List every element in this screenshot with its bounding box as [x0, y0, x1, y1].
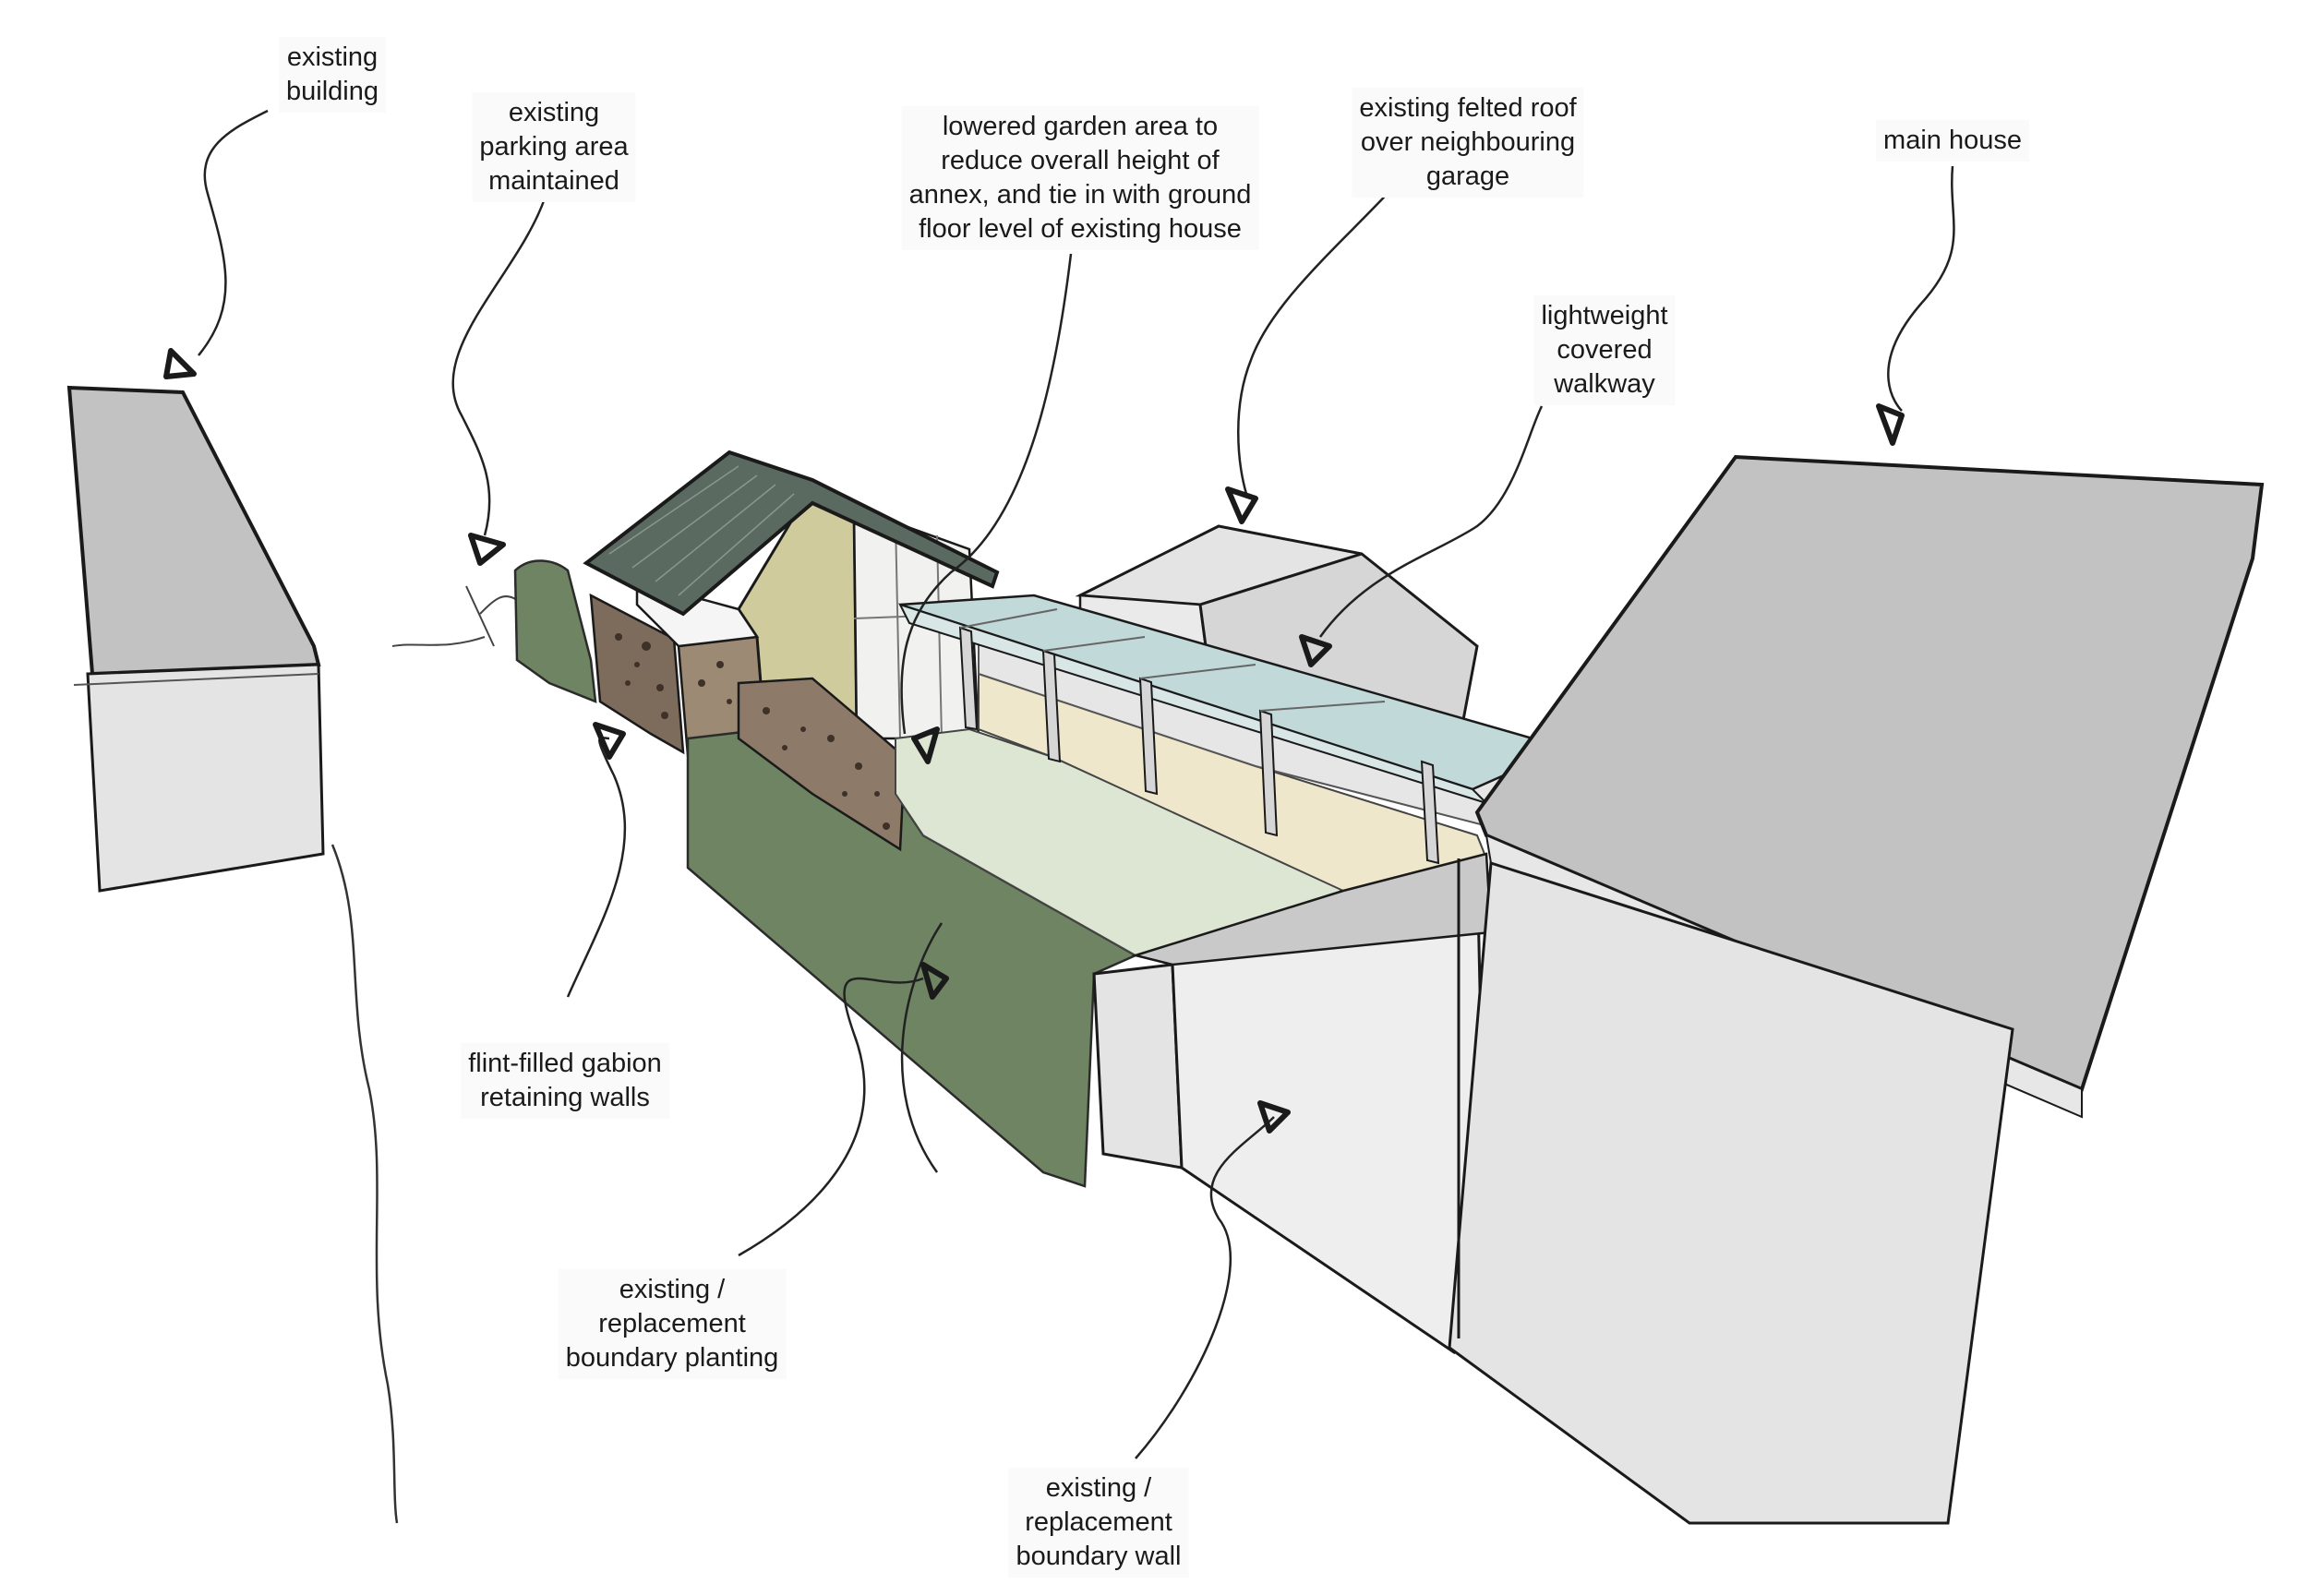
hedge-planting-far [513, 559, 597, 703]
marker-existing-building [163, 348, 197, 379]
marker-gabion [593, 722, 626, 760]
marker-main-house [1876, 403, 1905, 446]
boundary-wall [1092, 852, 1493, 1355]
left-boundary-line [331, 844, 399, 1524]
label-main-house: main house [1876, 120, 2029, 162]
label-gabion-walls: flint-filled gabion retaining walls [461, 1043, 669, 1119]
leader-lines [198, 109, 1955, 1459]
parking-area-lines [391, 585, 518, 647]
marker-garden [911, 726, 940, 764]
label-lowered-garden: lowered garden area to reduce overall he… [901, 106, 1259, 250]
covered-walkway [898, 594, 1534, 865]
label-existing-parking: existing parking area maintained [472, 92, 636, 202]
label-felted-roof: existing felted roof over neighbouring g… [1352, 88, 1584, 198]
marker-walkway [1299, 634, 1332, 667]
label-boundary-wall: existing / replacement boundary wall [1008, 1468, 1189, 1578]
viewpoint-markers [163, 348, 1905, 1134]
label-covered-walkway: lightweight covered walkway [1533, 295, 1676, 405]
label-existing-building: existing building [279, 37, 386, 113]
existing-building-block [66, 385, 325, 893]
marker-existing-parking [468, 533, 506, 566]
label-boundary-planting: existing / replacement boundary planting [558, 1269, 787, 1379]
marker-felted-roof [1225, 486, 1258, 524]
marker-boundary-wall [1257, 1100, 1291, 1134]
main-house-block [1448, 454, 2265, 1525]
marker-planting [920, 962, 949, 1000]
gabion-retaining-wall [737, 677, 907, 852]
